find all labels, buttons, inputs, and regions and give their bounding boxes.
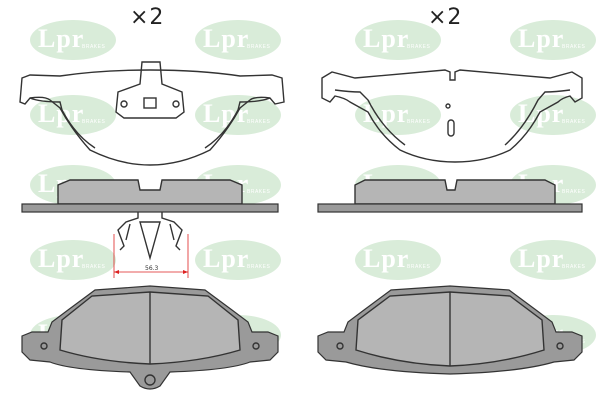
- quantity-label-left: ×2: [130, 5, 165, 30]
- backing-plate: [21, 203, 279, 213]
- right-pad-side-view: [317, 179, 583, 213]
- spring-clip: [117, 212, 183, 251]
- mount-hole: [336, 342, 344, 350]
- mount-hole: [172, 100, 180, 108]
- mount-hole: [252, 342, 260, 350]
- left-pad-front-view: [21, 285, 279, 390]
- sensor-connector: [143, 97, 157, 109]
- friction-material: [354, 179, 556, 205]
- clip-tongue: [139, 221, 161, 261]
- mount-hole: [40, 342, 48, 350]
- mount-hole: [556, 342, 564, 350]
- mount-hole: [445, 103, 451, 109]
- left-pad-side-view: 56.3: [21, 179, 279, 278]
- wear-indicator-slot: [447, 119, 455, 137]
- right-pad-front-view: [317, 285, 583, 375]
- right-pad-top-view: [321, 69, 583, 163]
- friction-material: [57, 179, 243, 205]
- mount-hole: [120, 100, 128, 108]
- left-pad-top-view: [19, 61, 285, 166]
- backing-plate: [317, 203, 583, 213]
- dimension-value: 56.3: [145, 265, 159, 272]
- quantity-label-right: ×2: [428, 5, 463, 30]
- sensor-housing: [115, 61, 185, 119]
- sensor-hole: [144, 374, 156, 386]
